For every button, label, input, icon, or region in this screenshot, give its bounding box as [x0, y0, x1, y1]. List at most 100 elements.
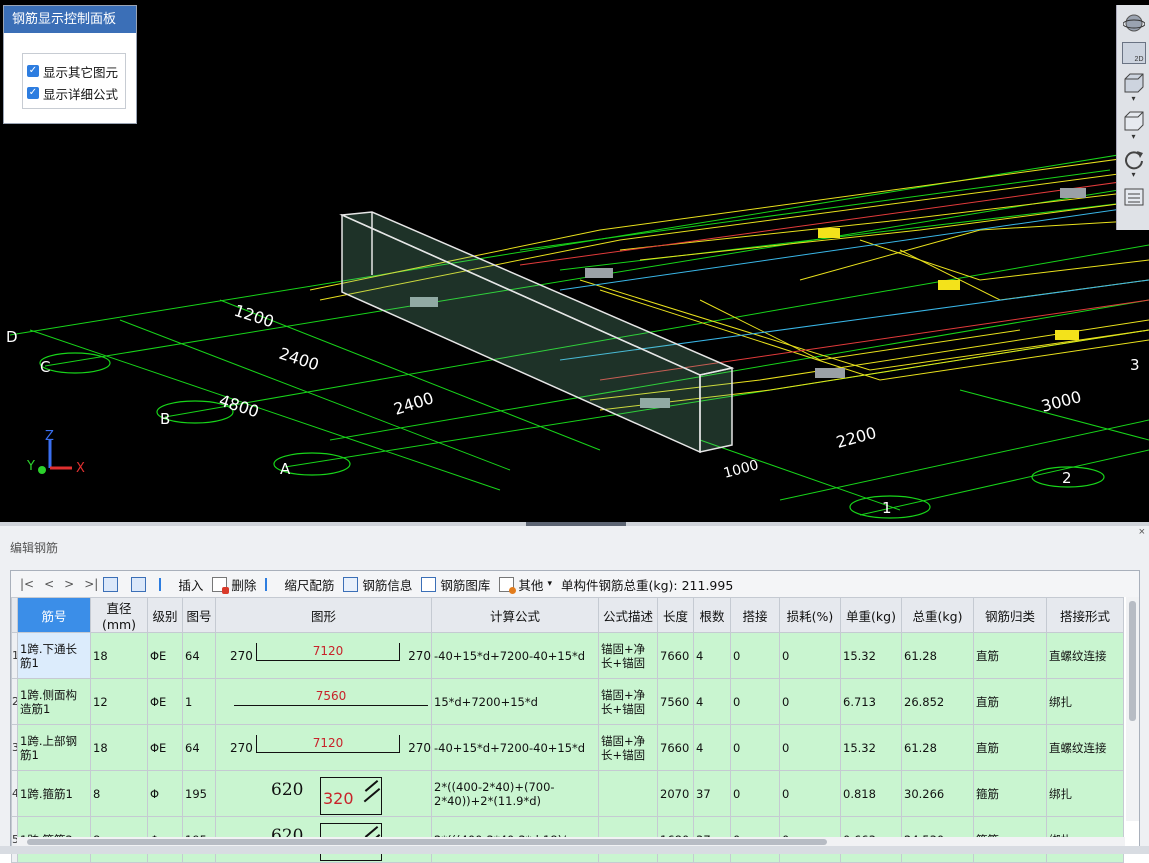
- prev-record-button[interactable]: <: [44, 577, 55, 591]
- table-row[interactable]: 1 1跨.下通长筋1 18 ΦE 64 270 7120 270 -40+15*…: [11, 632, 1124, 679]
- cell-category[interactable]: 直筋: [973, 632, 1047, 679]
- move-up-button[interactable]: [103, 576, 122, 592]
- cell-formula-desc[interactable]: 锚固+净长+锚固: [598, 678, 658, 725]
- cell-loss[interactable]: 0: [779, 724, 841, 771]
- cell-diameter[interactable]: 18: [90, 724, 148, 771]
- cell-bar-name[interactable]: 1跨.箍筋1: [17, 770, 91, 817]
- cell-total-weight[interactable]: 26.852: [901, 678, 974, 725]
- column-header[interactable]: 根数: [693, 597, 731, 633]
- insert-button[interactable]: 插入: [159, 575, 203, 594]
- cell-lap[interactable]: 0: [730, 678, 780, 725]
- cell-formula[interactable]: -40+15*d+7200-40+15*d: [431, 724, 599, 771]
- cell-figure[interactable]: 270 7120 270: [215, 632, 432, 679]
- other-menu-button[interactable]: 其他▾: [499, 575, 552, 594]
- cell-lap[interactable]: 0: [730, 724, 780, 771]
- cell-diameter[interactable]: 8: [90, 770, 148, 817]
- cell-loss[interactable]: 0: [779, 632, 841, 679]
- checkbox-checked-icon[interactable]: ✓: [27, 65, 39, 77]
- horizontal-scrollbar[interactable]: [17, 837, 1125, 847]
- cell-figure-no[interactable]: 195: [182, 770, 216, 817]
- cell-figure-no[interactable]: 64: [182, 724, 216, 771]
- rotate-icon[interactable]: [1121, 147, 1147, 171]
- cell-length[interactable]: 2070: [657, 770, 694, 817]
- table-row[interactable]: 2 1跨.侧面构造筋1 12 ΦE 1 7560 15*d+7200+15*d …: [11, 678, 1124, 725]
- cell-lap[interactable]: 0: [730, 632, 780, 679]
- column-header[interactable]: 筋号: [17, 597, 91, 633]
- cell-formula[interactable]: 2*((400-2*40)+(700-2*40))+2*(11.9*d): [431, 770, 599, 817]
- cell-count[interactable]: 37: [693, 770, 731, 817]
- orbit-icon[interactable]: [1121, 11, 1147, 35]
- first-record-button[interactable]: |<: [20, 577, 35, 591]
- cell-category[interactable]: 直筋: [973, 724, 1047, 771]
- column-header[interactable]: 单重(kg): [840, 597, 902, 633]
- column-header[interactable]: 级别: [147, 597, 183, 633]
- cell-total-weight[interactable]: 30.266: [901, 770, 974, 817]
- column-header[interactable]: 总重(kg): [901, 597, 974, 633]
- layer-icon[interactable]: [1121, 185, 1147, 209]
- cell-length[interactable]: 7560: [657, 678, 694, 725]
- cell-bar-name[interactable]: 1跨.侧面构造筋1: [17, 678, 91, 725]
- vertical-scrollbar[interactable]: [1126, 597, 1139, 821]
- cell-length[interactable]: 7660: [657, 632, 694, 679]
- table-row[interactable]: 4 1跨.箍筋1 8 Φ 195 620 320 2*((400-2*40)+(…: [11, 770, 1124, 817]
- cell-lap-type[interactable]: 绑扎: [1046, 678, 1124, 725]
- cell-lap-type[interactable]: 绑扎: [1046, 770, 1124, 817]
- move-down-button[interactable]: [131, 576, 150, 592]
- cell-count[interactable]: 4: [693, 678, 731, 725]
- cell-grade[interactable]: Φ: [147, 770, 183, 817]
- scroll-thumb[interactable]: [27, 839, 827, 845]
- cell-grade[interactable]: ΦE: [147, 632, 183, 679]
- column-header[interactable]: 搭接: [730, 597, 780, 633]
- cell-figure-no[interactable]: 64: [182, 632, 216, 679]
- scroll-thumb[interactable]: [1129, 601, 1136, 721]
- column-header[interactable]: 图号: [182, 597, 216, 633]
- cell-loss[interactable]: 0: [779, 678, 841, 725]
- cell-formula[interactable]: -40+15*d+7200-40+15*d: [431, 632, 599, 679]
- chevron-down-icon[interactable]: ▾: [1131, 94, 1136, 103]
- column-header[interactable]: 搭接形式: [1046, 597, 1124, 633]
- show-detailed-formula-option[interactable]: ✓ 显示详细公式: [27, 82, 121, 104]
- cell-total-weight[interactable]: 61.28: [901, 724, 974, 771]
- view-box-icon[interactable]: [1121, 109, 1147, 133]
- scale-rebar-button[interactable]: 缩尺配筋: [265, 575, 334, 594]
- cell-grade[interactable]: ΦE: [147, 724, 183, 771]
- last-record-button[interactable]: >|: [84, 577, 99, 591]
- column-header[interactable]: 钢筋归类: [973, 597, 1047, 633]
- column-header[interactable]: 长度: [657, 597, 694, 633]
- show-other-elements-option[interactable]: ✓ 显示其它图元: [27, 60, 121, 82]
- cell-formula[interactable]: 15*d+7200+15*d: [431, 678, 599, 725]
- delete-button[interactable]: 删除: [212, 575, 256, 594]
- cell-unit-weight[interactable]: 6.713: [840, 678, 902, 725]
- cell-bar-name[interactable]: 1跨.下通长筋1: [17, 632, 91, 679]
- cell-figure[interactable]: 620 320: [215, 770, 432, 817]
- cell-formula-desc[interactable]: [598, 770, 658, 817]
- cell-diameter[interactable]: 12: [90, 678, 148, 725]
- cell-formula-desc[interactable]: 锚固+净长+锚固: [598, 724, 658, 771]
- cell-category[interactable]: 箍筋: [973, 770, 1047, 817]
- cell-diameter[interactable]: 18: [90, 632, 148, 679]
- cell-figure[interactable]: 270 7120 270: [215, 724, 432, 771]
- column-header[interactable]: 计算公式: [431, 597, 599, 633]
- cell-count[interactable]: 4: [693, 632, 731, 679]
- column-header[interactable]: 图形: [215, 597, 432, 633]
- cell-unit-weight[interactable]: 15.32: [840, 632, 902, 679]
- splitter-grip[interactable]: [526, 522, 626, 526]
- cell-lap[interactable]: 0: [730, 770, 780, 817]
- cell-total-weight[interactable]: 61.28: [901, 632, 974, 679]
- cell-grade[interactable]: ΦE: [147, 678, 183, 725]
- view-2d-icon[interactable]: 2D: [1121, 41, 1147, 65]
- column-header[interactable]: 公式描述: [598, 597, 658, 633]
- close-icon[interactable]: ×: [1138, 526, 1145, 538]
- cell-unit-weight[interactable]: 0.818: [840, 770, 902, 817]
- chevron-down-icon[interactable]: ▾: [1131, 170, 1136, 179]
- next-record-button[interactable]: >: [64, 577, 75, 591]
- column-header[interactable]: 损耗(%): [779, 597, 841, 633]
- rebar-info-button[interactable]: 钢筋信息: [343, 575, 412, 594]
- cell-count[interactable]: 4: [693, 724, 731, 771]
- cell-lap-type[interactable]: 直螺纹连接: [1046, 724, 1124, 771]
- chevron-down-icon[interactable]: ▾: [1131, 132, 1136, 141]
- cell-formula-desc[interactable]: 锚固+净长+锚固: [598, 632, 658, 679]
- cell-figure[interactable]: 7560: [215, 678, 432, 725]
- view-3d-icon[interactable]: [1121, 71, 1147, 95]
- cell-figure-no[interactable]: 1: [182, 678, 216, 725]
